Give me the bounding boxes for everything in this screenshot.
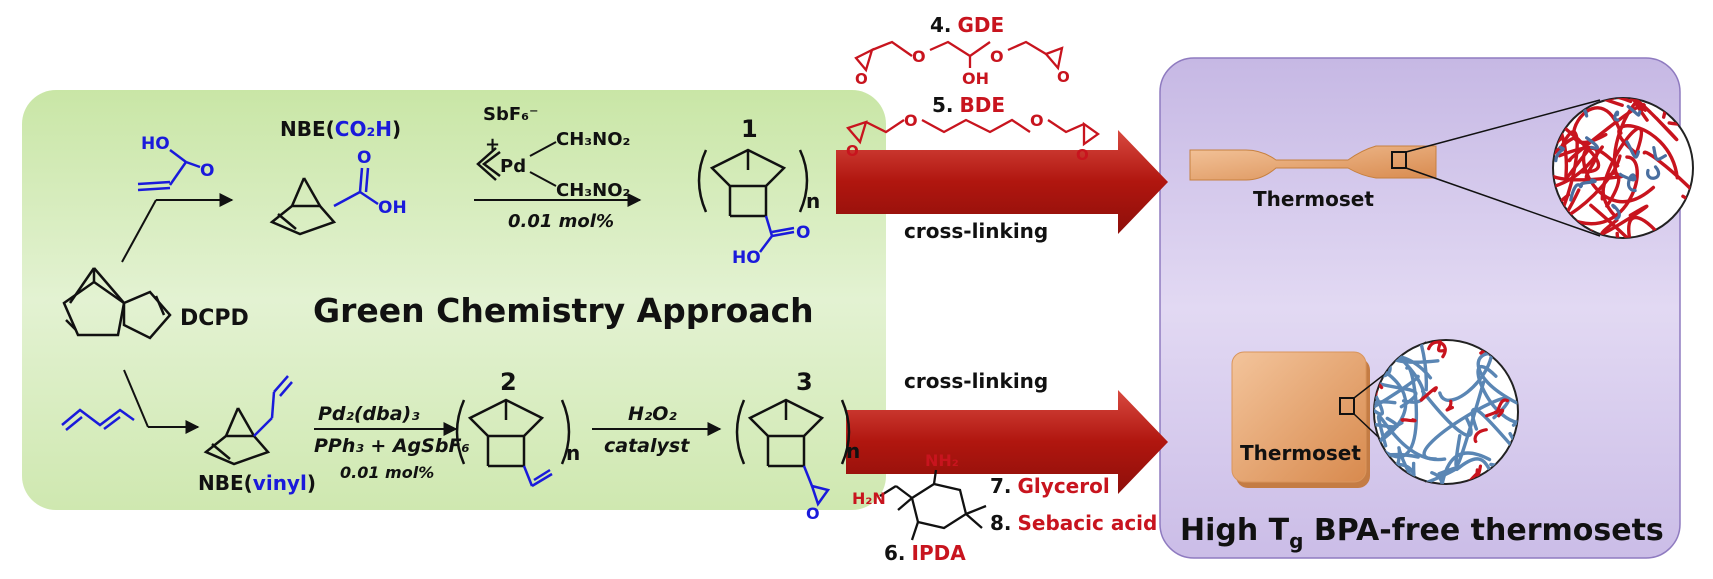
nbe-vinyl-group [253,375,293,437]
gde-structure [854,40,1064,73]
catalyst-vinyl-line-1: Pd₂(dba)₃ [318,403,420,425]
nbe-acid-oh: OH [378,198,407,218]
gde-o-3: O [855,70,868,88]
polymer-2-structure [455,398,571,468]
nbe-vinyl-label: NBE(vinyl) [198,471,316,495]
polymer-number-1: 1 [741,115,758,143]
bde-o-1: O [904,111,918,130]
polymer-1-structure [697,148,809,218]
thermoset-label-bottom: Thermoset [1240,441,1361,465]
gde-o-4: O [1057,68,1070,86]
crosslinking-label-top: cross-linking [904,219,1048,243]
nbe-acid-cooh [333,167,379,208]
crosslinking-arrow-top [836,130,1168,234]
polymer-1-cooh [759,215,795,253]
crosslinking-arrow-bottom [846,390,1168,494]
thermoset-label-top: Thermoset [1253,187,1374,211]
catalyst-counterion: SbF₆⁻ [483,104,539,125]
polymer-1-o: O [796,223,810,243]
bde-o-4: O [1076,146,1089,164]
catalyst-pd: Pd [500,156,526,177]
green-chemistry-panel [22,90,886,510]
nbe-acid-structure [269,177,337,236]
gde-o-1: O [912,47,926,66]
panel-title: Green Chemistry Approach [313,291,814,330]
polymer-number-2: 2 [500,368,517,396]
gde-o-2: O [990,47,1004,66]
branch-line-top [121,199,157,263]
ipda-h2n: H₂N [852,489,886,508]
ipda-structure [879,469,987,541]
crosslinker-7: 7.Glycerol [990,474,1110,498]
catalyst-plus: + [485,134,500,155]
crosslinker-6: 6.IPDA [884,541,966,565]
crosslinker-8: 8.Sebacic acid [990,511,1157,535]
nbe-acid-label: NBE(CO₂H) [280,117,401,141]
polymer-1-ho: HO [732,248,761,268]
catalyst-vinyl-loading: 0.01 mol% [340,463,434,482]
acrylic-acid-o: O [200,161,214,181]
crosslinker-4: 4.GDE [930,13,1004,37]
polymer-3-o: O [806,504,820,523]
nbe-vinyl-structure [203,407,271,466]
epoxidation-catalyst: catalyst [604,435,690,457]
polymer-2-n: n [566,441,580,465]
magnify-box-top [1391,151,1407,169]
catalyst-ligand-2: CH₃NO₂ [556,180,630,201]
catalyst-allyl [476,147,501,181]
polymer-3-epoxide [802,465,831,507]
catalyst-ligand-1: CH₃NO₂ [556,129,630,150]
catalyst-vinyl-line-2: PPh₃ + AgSbF₆ [314,435,470,457]
branch-line-bottom [123,369,149,428]
result-title: High Tg BPA-free thermosets [1180,513,1664,553]
bde-structure [846,118,1100,147]
acrylic-acid-ho: HO [141,134,170,154]
polymer-1-n: n [806,189,820,213]
epoxidation-reagent: H₂O₂ [628,403,677,425]
acrylic-acid-structure [137,149,201,192]
butadiene-structure [61,408,135,431]
crosslinking-label-bottom: cross-linking [904,369,1048,393]
gde-oh: OH [962,69,989,88]
thermoset-plate [1231,351,1367,483]
dcpd-label: DCPD [180,306,249,331]
polymer-3-n: n [846,439,860,463]
polymer-number-3: 3 [796,368,813,396]
bde-o-3: O [846,142,859,160]
dcpd-structure [62,267,172,340]
polymer-2-vinyl [522,465,553,488]
crosslinker-5: 5.BDE [932,93,1005,117]
catalyst-loading-1: 0.01 mol% [508,211,614,232]
nbe-acid-o: O [357,148,371,168]
bde-o-2: O [1030,111,1044,130]
polymer-3-structure [735,398,851,468]
magnify-box-bottom [1339,397,1355,415]
ipda-nh2: NH₂ [925,451,959,470]
